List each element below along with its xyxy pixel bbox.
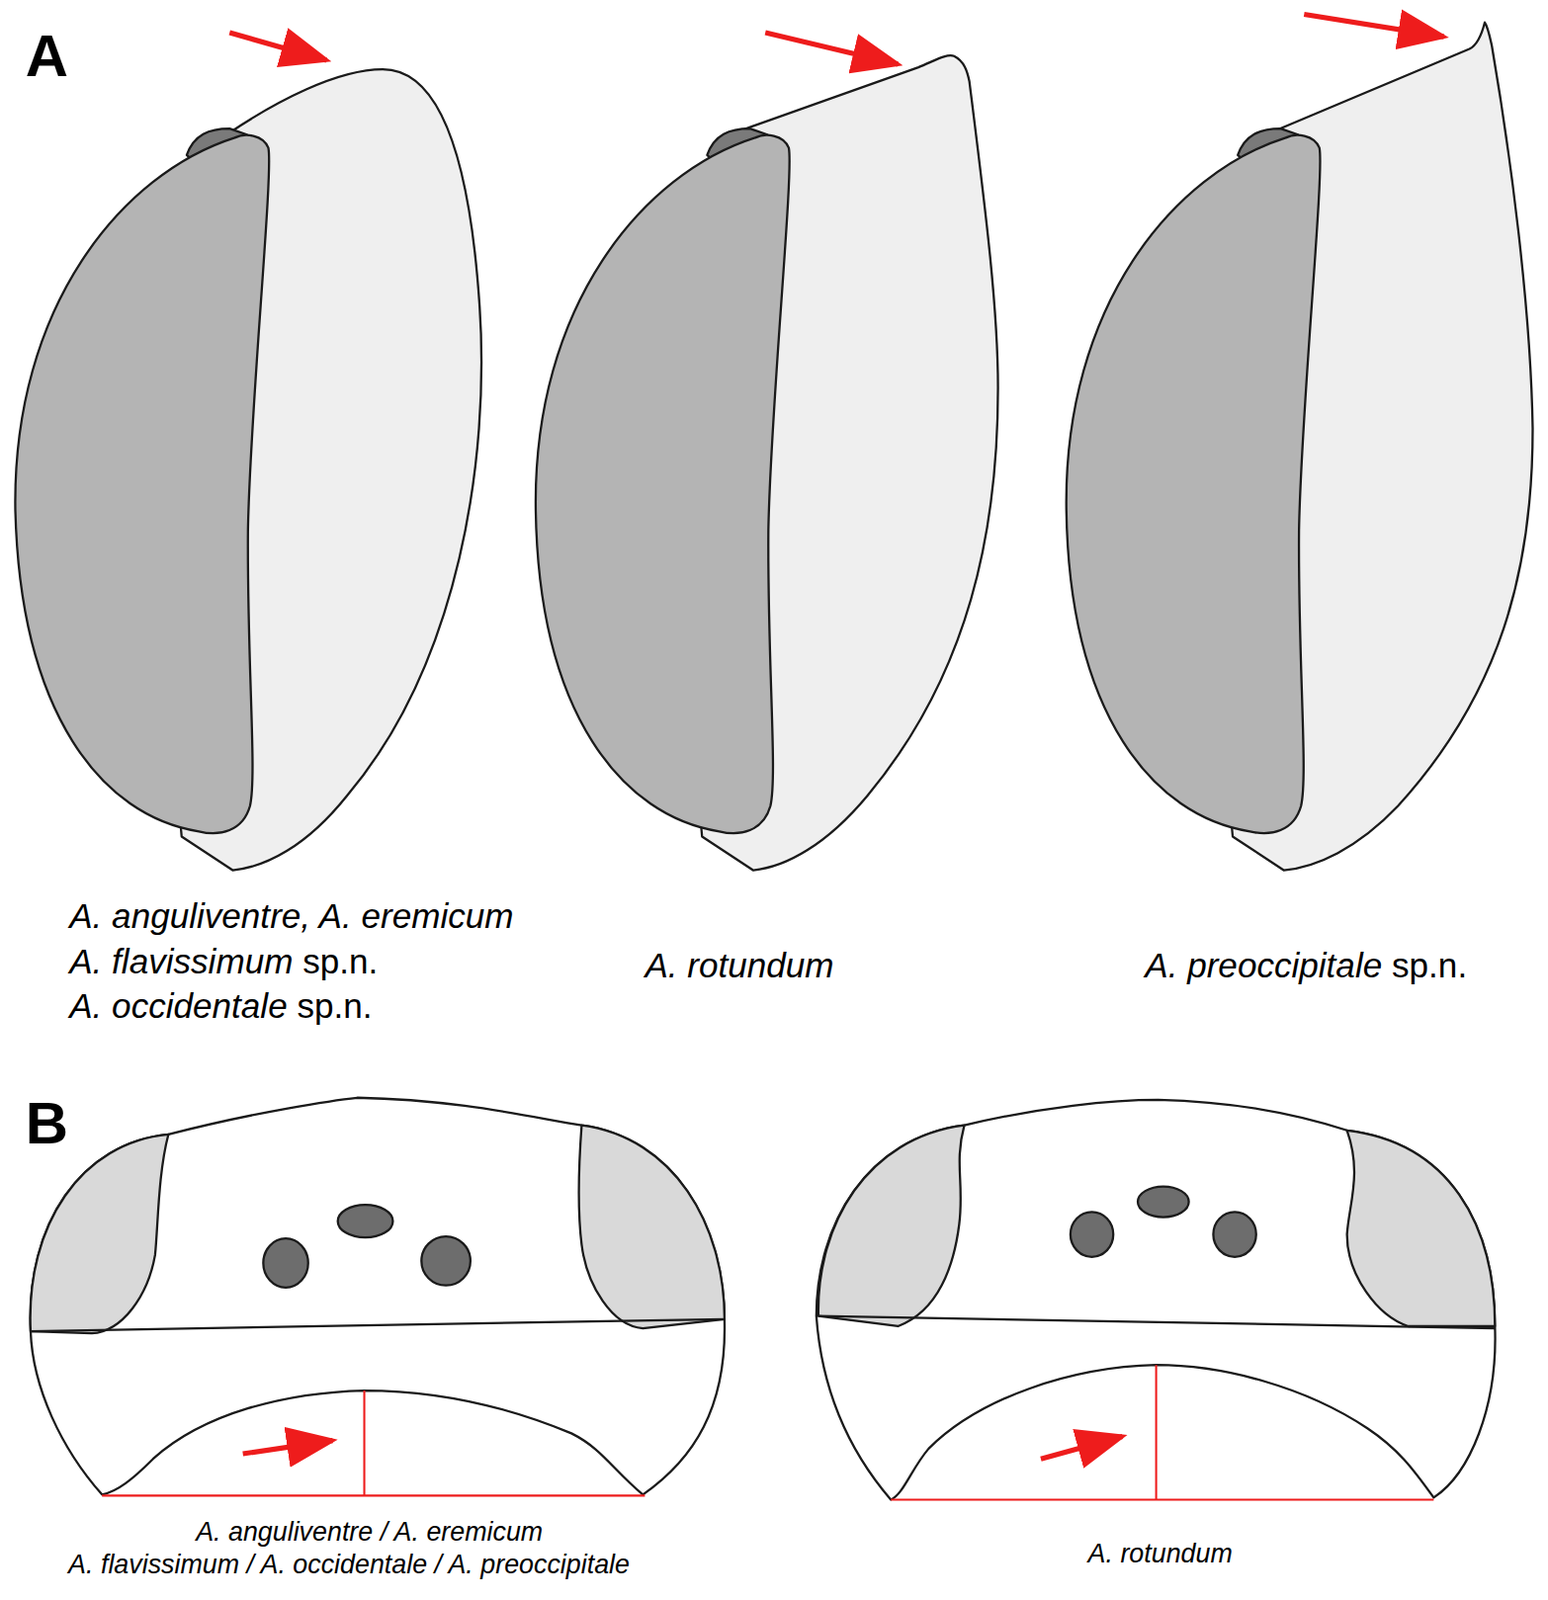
species-caption: A. anguliventre, A. eremicum — [69, 896, 514, 936]
species-caption: A. flavissimum — [69, 942, 293, 981]
caption-line: A. rotundum — [644, 945, 834, 987]
caption-line: A. rotundum — [1088, 1539, 1233, 1571]
head-frontal — [816, 1100, 1496, 1501]
head-lateral — [14, 69, 482, 870]
caption-line: A. flavissimumsp.n. — [69, 941, 378, 983]
taxon-status: sp.n. — [297, 986, 373, 1026]
species-caption: A. preoccipitale — [1144, 946, 1382, 985]
caption-line: A. anguliventre, A. eremicum — [69, 895, 514, 938]
caption-line: A. occidentalesp.n. — [69, 985, 372, 1028]
panel-letter: A — [25, 22, 69, 89]
caption-line: A. preoccipitalesp.n. — [1144, 945, 1467, 987]
measure-lines — [101, 13, 1444, 1500]
species-caption: A. rotundum — [644, 946, 834, 985]
caption-line: A. anguliventre / A. eremicum — [195, 1516, 543, 1548]
species-caption: A. flavissimum / A. occidentale / A. pre… — [68, 1548, 630, 1580]
species-caption: A. anguliventre / A. eremicum — [195, 1516, 543, 1548]
caption-line: B — [25, 1087, 69, 1159]
head-frontal — [30, 1098, 725, 1496]
taxon-status: sp.n. — [302, 942, 378, 981]
head-lateral — [535, 55, 999, 870]
taxon-status: sp.n. — [1391, 946, 1467, 985]
caption-line: A. flavissimum / A. occidentale / A. pre… — [68, 1548, 630, 1581]
caption-line: A — [25, 20, 69, 92]
species-caption: A. occidentale — [69, 986, 287, 1026]
head-lateral — [1066, 22, 1534, 871]
species-caption: A. rotundum — [1088, 1539, 1233, 1570]
pointer-arrows — [229, 13, 1444, 1460]
panel-letter: B — [25, 1089, 69, 1156]
